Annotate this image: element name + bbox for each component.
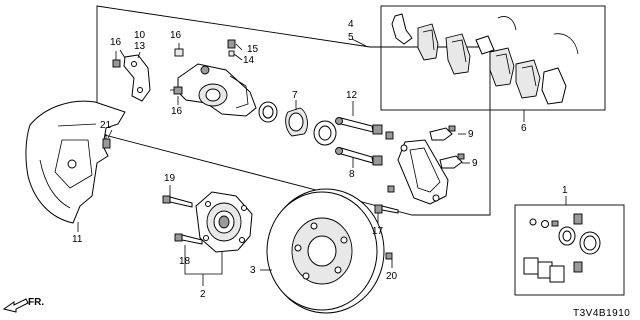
callout-labels: 1 2 3 4 5 6 7 8 9 9 10 11 12 13 14 15 16… xyxy=(72,19,568,300)
pin-boot-lower[interactable] xyxy=(387,185,395,193)
callout-17: 17 xyxy=(372,226,384,237)
callout-6: 6 xyxy=(521,123,527,134)
callout-12: 12 xyxy=(346,90,358,101)
pad-retainer-lower[interactable] xyxy=(439,153,465,169)
bolt-16-lower[interactable] xyxy=(170,86,183,95)
callout-21: 21 xyxy=(100,120,112,131)
front-arrow-icon xyxy=(2,298,29,313)
callout-5: 5 xyxy=(348,32,354,43)
seal-kit-box xyxy=(514,204,625,296)
pad-wear-indicator-2[interactable] xyxy=(553,33,579,55)
callout-20: 20 xyxy=(386,271,398,282)
diagram-code: T3V4B1910 xyxy=(573,308,630,319)
guide-pin-8[interactable] xyxy=(335,147,383,166)
callout-16-lower: 16 xyxy=(171,106,183,117)
callout-11: 11 xyxy=(72,234,83,245)
shield-bolt-21[interactable] xyxy=(102,134,111,149)
callout-3: 3 xyxy=(250,265,256,276)
callout-1: 1 xyxy=(562,185,568,196)
callout-18: 18 xyxy=(179,256,191,267)
hub-bolt-18[interactable] xyxy=(174,233,203,245)
brake-pad-outer-3[interactable] xyxy=(445,33,471,75)
pad-wear-indicator-1[interactable] xyxy=(497,16,517,31)
callout-14: 14 xyxy=(243,55,255,66)
brake-pad-outer-1[interactable] xyxy=(391,13,413,45)
pad-retainer-upper[interactable] xyxy=(429,125,456,141)
callout-19: 19 xyxy=(164,173,176,184)
piston-7[interactable] xyxy=(285,107,308,137)
pin-boot-upper[interactable] xyxy=(385,131,394,140)
callout-8: 8 xyxy=(349,169,355,180)
caliper-bracket-plate[interactable] xyxy=(123,54,151,102)
callout-16-right: 16 xyxy=(170,30,182,41)
callout-10: 10 xyxy=(134,30,146,41)
leader-lines xyxy=(77,38,567,286)
brake-disc[interactable] xyxy=(266,188,385,314)
callout-4: 4 xyxy=(348,19,354,30)
callout-16-left: 16 xyxy=(110,37,122,48)
seal-kit-parts[interactable] xyxy=(523,213,601,283)
hub-bolt-19[interactable] xyxy=(162,195,193,208)
piston-boot[interactable] xyxy=(313,120,337,146)
disc-screw-20[interactable] xyxy=(385,252,393,260)
brake-pad-box xyxy=(380,5,606,111)
callout-13: 13 xyxy=(134,41,146,52)
guide-pin-12[interactable] xyxy=(335,117,383,135)
bleeder-cap-14[interactable] xyxy=(228,50,235,57)
bolt-16-upper[interactable] xyxy=(174,43,184,57)
callout-2: 2 xyxy=(200,289,206,300)
brake-pad-inner-1[interactable] xyxy=(489,47,515,87)
bolt-16-left[interactable] xyxy=(112,51,121,68)
bracket-bolt-17[interactable] xyxy=(374,204,399,214)
callout-9-lower: 9 xyxy=(472,158,478,169)
bleeder-screw-15[interactable] xyxy=(227,39,236,49)
brake-pad-outer-2[interactable] xyxy=(417,23,439,61)
front-label: FR. xyxy=(28,297,44,308)
front-direction-indicator: FR. xyxy=(2,297,44,313)
callout-15: 15 xyxy=(247,44,259,55)
brake-pad-inner-2[interactable] xyxy=(515,59,541,99)
pad-shim-2[interactable] xyxy=(541,67,567,105)
caliper-mounting-bracket[interactable] xyxy=(397,139,449,205)
hub-bearing-assembly[interactable] xyxy=(195,191,253,253)
caliper-body[interactable] xyxy=(177,63,257,117)
callout-9-upper: 9 xyxy=(468,129,474,140)
splash-shield[interactable] xyxy=(25,100,126,224)
callout-7: 7 xyxy=(292,90,298,101)
pad-shim-1[interactable] xyxy=(475,35,495,55)
piston-seal[interactable] xyxy=(258,101,278,123)
